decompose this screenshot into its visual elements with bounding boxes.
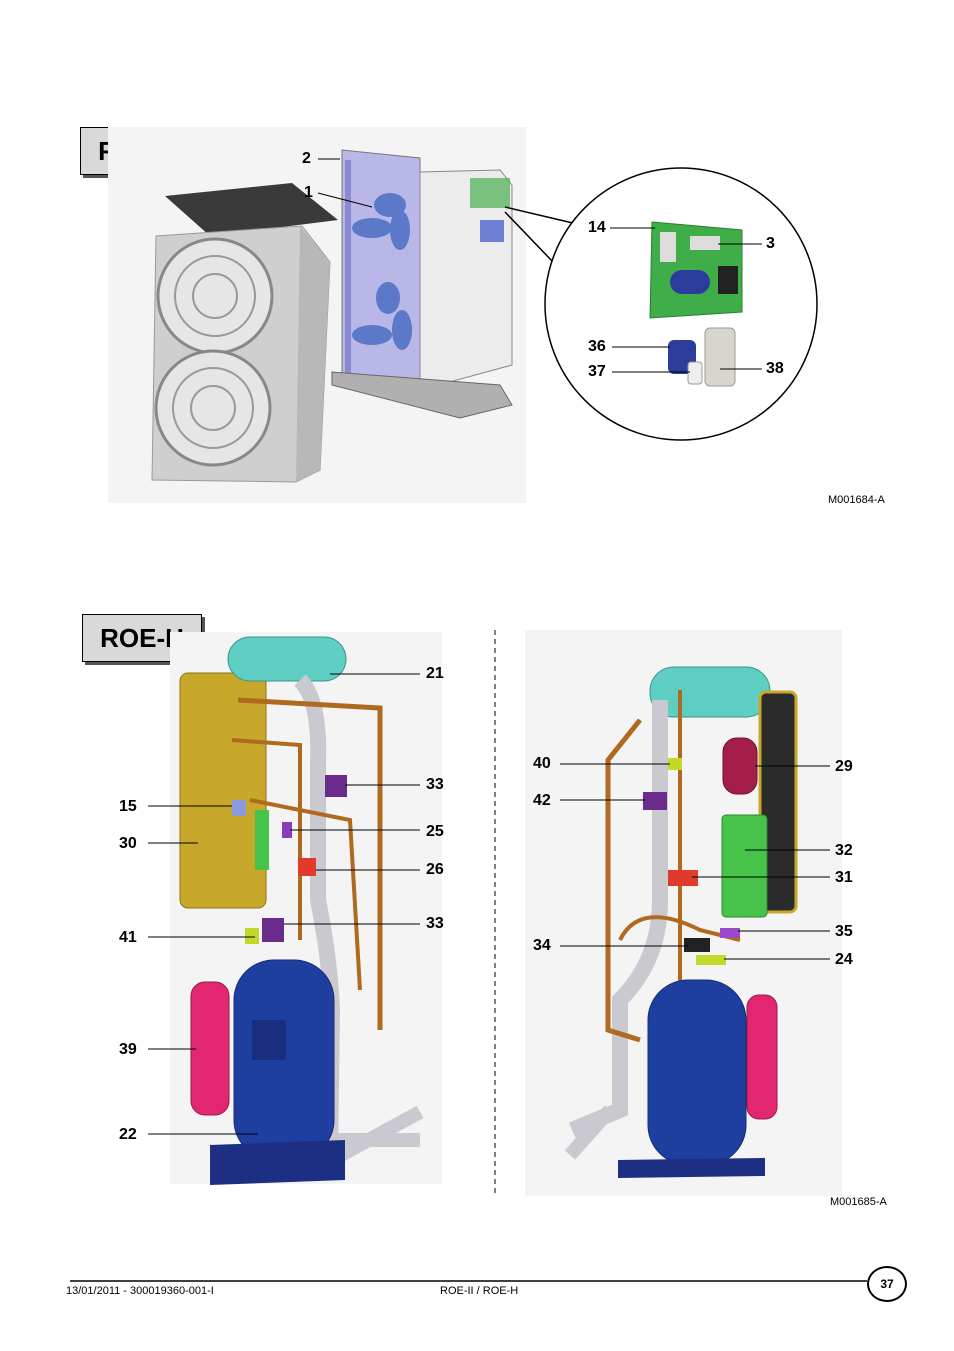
callout-42: 42 (533, 792, 551, 809)
compressor-right (647, 979, 747, 1166)
footer-product: ROE-II / ROE-H (440, 1285, 519, 1297)
footer-document-id: 13/01/2011 - 300019360-001-I (66, 1285, 214, 1297)
valve-31 (668, 870, 698, 886)
callout-36: 36 (588, 338, 606, 355)
valve-40 (668, 758, 682, 770)
callout-31: 31 (835, 869, 853, 886)
callout-37: 37 (588, 363, 606, 380)
callout-33-top: 33 (426, 776, 444, 793)
callout-2: 2 (302, 150, 311, 167)
callout-14: 14 (588, 219, 606, 236)
callout-30: 30 (119, 835, 137, 852)
valve-33-bottom (262, 918, 284, 942)
valve-41 (245, 928, 259, 944)
valve-24 (696, 955, 726, 965)
valve-35 (720, 928, 740, 938)
heat-exchanger-left (179, 672, 267, 909)
block-32 (721, 814, 768, 918)
callout-15: 15 (119, 798, 137, 815)
valve-26 (298, 858, 316, 876)
fan-top (352, 193, 410, 250)
callout-1: 1 (304, 184, 313, 201)
page-number: 37 (867, 1266, 907, 1302)
callout-22: 22 (119, 1126, 137, 1143)
valve-15 (232, 800, 246, 816)
figure1-reference: M001684-A (828, 494, 885, 506)
valve-33-top (325, 775, 347, 797)
unit-base (331, 371, 513, 419)
capacitor-37 (687, 361, 703, 385)
callout-21: 21 (426, 665, 444, 682)
callout-41: 41 (119, 929, 137, 946)
filter-29 (722, 737, 758, 795)
callout-25: 25 (426, 823, 444, 840)
fan-bottom (352, 282, 412, 350)
valve-34 (684, 938, 710, 952)
callout-26: 26 (426, 861, 444, 878)
callout-29: 29 (835, 758, 853, 775)
valve-25 (282, 822, 292, 838)
callout-38: 38 (766, 360, 784, 377)
valve-42 (643, 792, 667, 810)
callout-40: 40 (533, 755, 551, 772)
callout-39: 39 (119, 1041, 137, 1058)
filter-39 (190, 981, 230, 1116)
filter-right (746, 994, 778, 1120)
callout-3: 3 (766, 235, 775, 252)
receiver-tank-left (227, 636, 347, 682)
figure2-title: ROE-H (82, 614, 202, 662)
callout-34: 34 (533, 937, 551, 954)
heat-exchanger-right (758, 690, 798, 914)
callout-24: 24 (835, 951, 853, 968)
capacitor-38 (704, 327, 736, 387)
callout-33-bottom: 33 (426, 915, 444, 932)
callout-35: 35 (835, 923, 853, 940)
top-cover (165, 183, 338, 236)
figure2-reference: M001685-A (830, 1196, 887, 1208)
callout-32: 32 (835, 842, 853, 859)
